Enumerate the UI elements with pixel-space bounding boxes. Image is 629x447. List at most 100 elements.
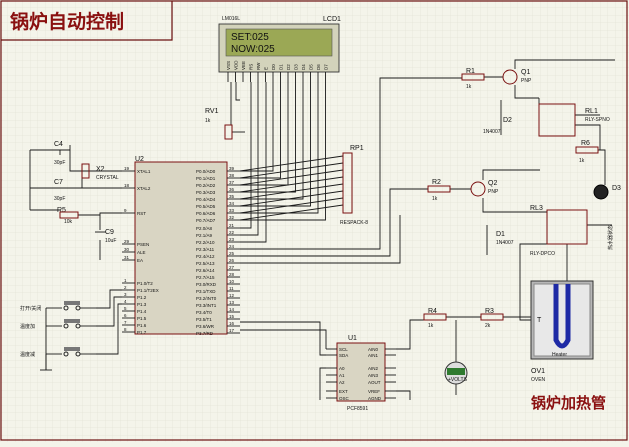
mcu-left-num: 4 — [124, 299, 127, 304]
mcu-right-pin: P0.5/AD5 — [196, 204, 216, 209]
adc-body[interactable] — [336, 342, 386, 402]
rl3-body[interactable] — [546, 209, 588, 245]
mcu-right-num: 22 — [229, 230, 235, 235]
mcu-left-num: 7 — [124, 320, 127, 325]
d3-led — [593, 184, 609, 200]
q2-ref: Q2 — [488, 180, 497, 187]
c7-ref: C7 — [54, 179, 63, 186]
wire — [240, 215, 401, 264]
wire — [482, 198, 547, 213]
mcu-right-pin: P0.4/AD4 — [196, 197, 216, 202]
mcu-right-num: 17 — [229, 328, 235, 333]
mcu-right-num: 37 — [229, 180, 235, 185]
mcu-right-pin: P2.1/A9 — [196, 233, 213, 238]
wire — [598, 149, 606, 185]
c4-val: 30pF — [54, 160, 65, 166]
adc-right-pin: AIN1 — [368, 353, 379, 358]
mcu-right-pin: P3.7/RD — [196, 331, 214, 336]
wire — [240, 77, 462, 250]
r3-val: 2k — [485, 323, 491, 329]
mcu-right-num: 34 — [229, 201, 235, 206]
voltmeter-label: +VOLTS — [448, 377, 468, 383]
adc-right-pin: AIN0 — [368, 347, 379, 352]
mcu-left-pin: P1.0/T2 — [137, 281, 153, 286]
mcu-right-pin: P0.6/AD6 — [196, 211, 216, 216]
wire — [319, 367, 326, 400]
mcu-left-pin: XTAL1 — [137, 169, 151, 174]
d2-val: 1N4007 — [483, 129, 501, 135]
mcu-left-pin: P1.3 — [137, 302, 147, 307]
adc-left-pin: A2 — [339, 380, 345, 385]
mcu-right-pin: P2.6/A14 — [196, 268, 215, 273]
rl1-body[interactable] — [538, 103, 576, 137]
wire — [240, 188, 428, 257]
lcd-pin-label: D1 — [279, 64, 284, 70]
mcu-right-num: 12 — [229, 293, 235, 298]
mcu-right-pin: P0.2/AD2 — [196, 183, 216, 188]
heater-label: Heater — [552, 352, 567, 358]
push-button[interactable] — [64, 319, 80, 323]
lcd-pin-label: E — [264, 67, 269, 70]
mcu-left-pin: XTAL2 — [137, 186, 151, 191]
push-button[interactable] — [64, 347, 80, 351]
wire — [396, 319, 424, 350]
adc-right-pin: AIN2 — [368, 366, 379, 371]
u1-val: PCF8591 — [347, 406, 368, 412]
mcu-left-num: 1 — [124, 278, 127, 283]
mcu-right-pin: P3.2/INT0 — [196, 296, 217, 301]
ov1-val: OVEN — [531, 377, 546, 383]
relay-status-label: 热水器状态 — [607, 225, 614, 250]
r6-body — [575, 146, 599, 154]
mcu-left-num: 2 — [124, 285, 127, 290]
rv1-body[interactable] — [224, 124, 233, 140]
rv1-ref: RV1 — [205, 108, 219, 115]
mcu-right-num: 11 — [229, 286, 234, 291]
r6-ref: R6 — [581, 140, 590, 147]
mcu-right-pin: P3.0/RXD — [196, 282, 217, 287]
wire — [240, 82, 311, 207]
mcu-right-pin: P3.5/T1 — [196, 317, 212, 322]
rl1-val: RLY-SPNO — [585, 117, 610, 123]
heater-element — [553, 284, 571, 349]
r4-ref: R4 — [428, 308, 437, 315]
wire — [239, 169, 344, 186]
adc-left-pin: EXT — [339, 389, 348, 394]
mcu-right-pin: P3.1/TXD — [196, 289, 216, 294]
rp1-val: RESPACK-8 — [340, 220, 368, 226]
r5-val: 10k — [64, 219, 73, 225]
mcu-right-pin: P3.3/INT1 — [196, 303, 217, 308]
mcu-right-num: 39 — [229, 166, 235, 171]
lcd-display[interactable]: SET:025 NOW:025 — [218, 23, 340, 73]
lcd-ref: LCD1 — [323, 16, 341, 23]
mcu-left-num: 9 — [124, 208, 127, 213]
wiring — [29, 59, 615, 400]
mcu-right-num: 33 — [229, 208, 235, 213]
rv1-val: 1k — [205, 118, 211, 124]
mcu-right-pin: P2.4/A12 — [196, 254, 215, 259]
r1-val: 1k — [466, 84, 472, 90]
wire — [239, 176, 344, 193]
mcu-left-pin: P1.7 — [137, 330, 147, 335]
mcu-left-num: 30 — [124, 247, 130, 252]
mcu-right-num: 24 — [229, 244, 235, 249]
wire — [240, 329, 327, 349]
d2-ref: D2 — [503, 117, 512, 124]
r5-body — [59, 211, 79, 219]
mcu-ref: U2 — [135, 156, 144, 163]
adc-left-pin: A0 — [339, 366, 345, 371]
title-box — [1, 1, 173, 41]
lcd-pin-label: RS — [249, 64, 254, 70]
q1-symbol — [502, 69, 518, 85]
mcu-right-num: 32 — [229, 215, 235, 220]
mcu-left-num: 31 — [124, 255, 130, 260]
push-button[interactable] — [64, 301, 80, 305]
rl3-val: RLY-DPCO — [530, 251, 555, 257]
wire — [235, 82, 240, 101]
mcu-body[interactable] — [134, 161, 228, 335]
wire — [240, 82, 281, 179]
r6-val: 1k — [579, 158, 585, 164]
button-contact — [63, 305, 69, 311]
